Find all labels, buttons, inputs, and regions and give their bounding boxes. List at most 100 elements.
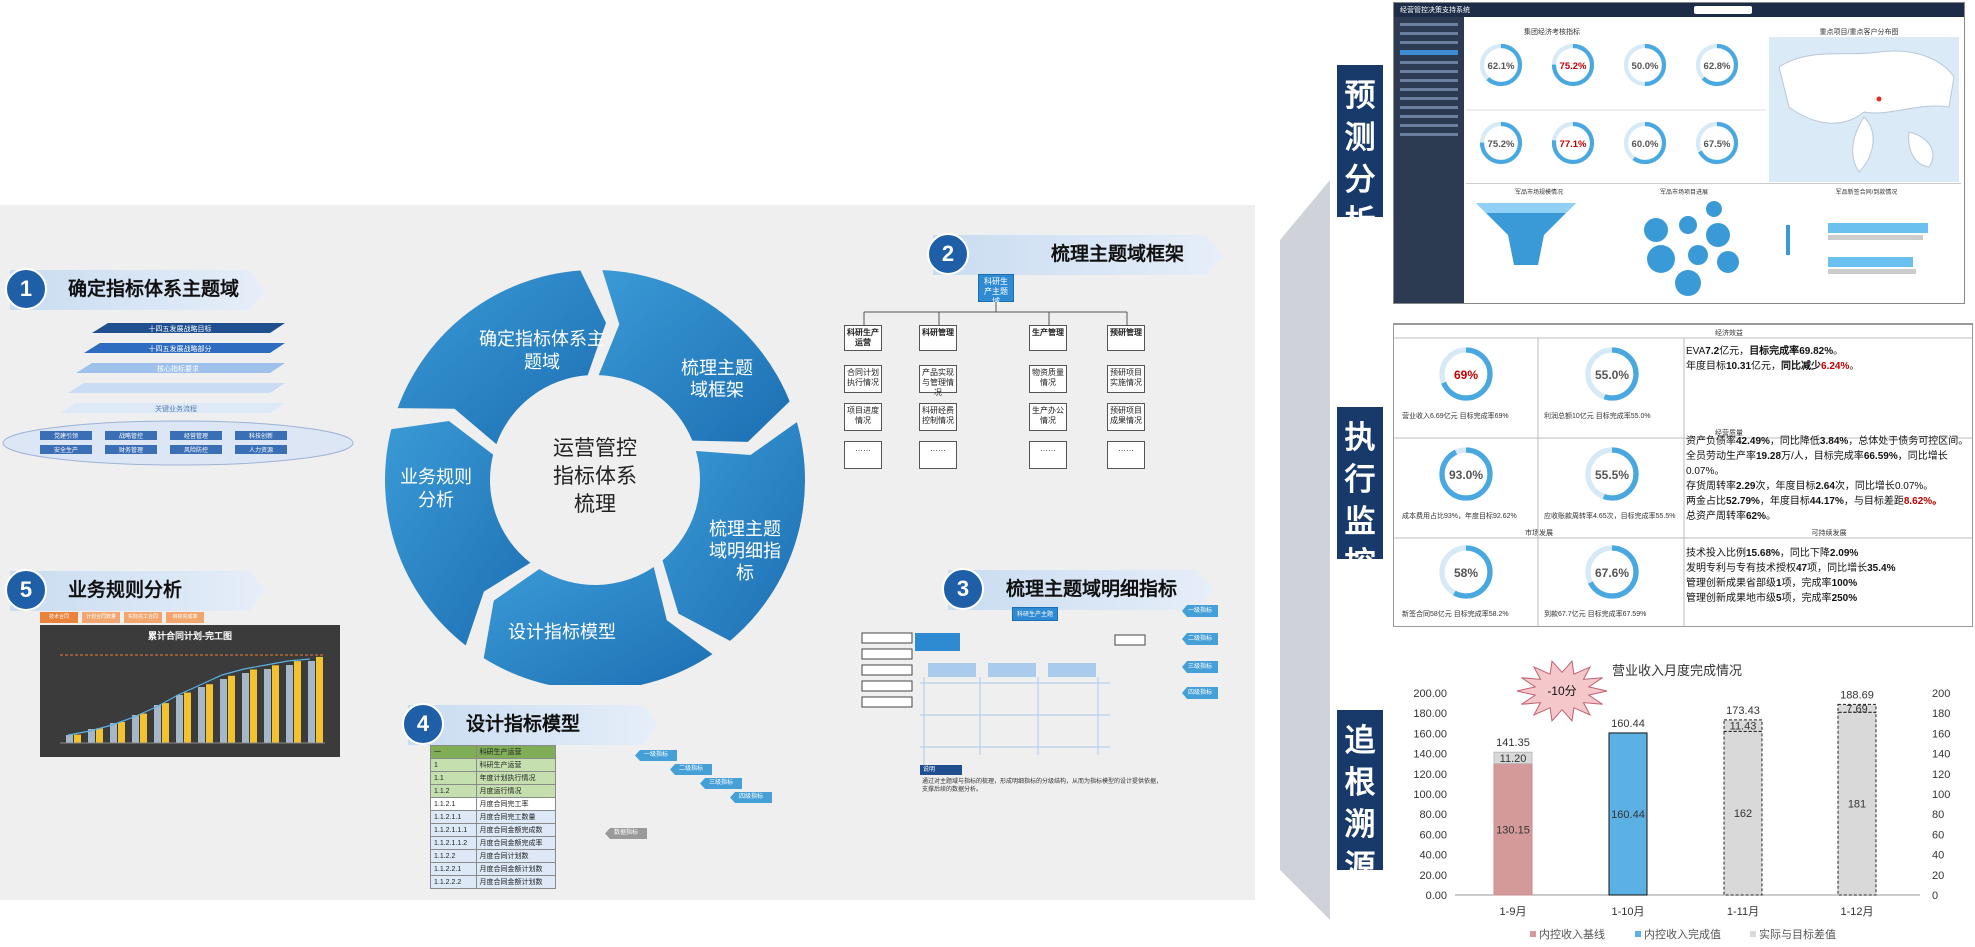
model-row: 一科研生产运营 xyxy=(430,745,557,759)
side-title-forecast: 预测分析 xyxy=(1337,65,1383,239)
dash-gauge-bottom-1-arc xyxy=(1479,121,1523,165)
bar-4 xyxy=(1837,711,1877,896)
monitor-line-part: 52.79% xyxy=(1726,496,1760,507)
monitor-line-part: ，与目标差距 xyxy=(1843,496,1904,507)
legend-label: 实际与目标差值 xyxy=(1759,927,1836,941)
y-tick-right: 200 xyxy=(1932,688,1950,700)
cycle-center-label: 运营管控 指标体系 梳理 xyxy=(553,437,637,516)
model-name: 月度合同金额计划数 xyxy=(475,875,557,889)
monitor-line-part: 250% xyxy=(1831,593,1858,604)
rules-tab-3[interactable]: 实际完工合同 xyxy=(124,612,162,623)
monitor-gauge-4-arc xyxy=(1585,447,1639,501)
model-name: 月度运行情况 xyxy=(475,784,557,798)
y-tick-left: 140.00 xyxy=(1413,749,1447,761)
monitor-line-6: 两金占比52.79%，年度目标44.17%，与目标差距8.62%。 xyxy=(1686,494,1970,509)
model-name: 月度合同完工率 xyxy=(475,797,557,811)
model-tag-2: 二级指标 xyxy=(670,764,712,775)
monitor-gauge-4: 55.5% xyxy=(1595,468,1629,482)
monitor-line-part: ，同比降低 xyxy=(1769,436,1820,447)
gap-label: 11.20 xyxy=(1500,753,1527,765)
rules-bar-plan xyxy=(286,665,293,743)
detail-tag-2: 二级指标 xyxy=(1182,633,1218,645)
cycle-seg3-l3: 标 xyxy=(736,563,754,583)
rules-tab-2[interactable]: 计划合同数量 xyxy=(82,612,120,623)
model-name: 科研生产运营 xyxy=(475,745,557,759)
cycle-seg4-l1: 设计指标模型 xyxy=(508,622,616,642)
cycle-segment-3 xyxy=(662,422,805,641)
chart-title: 营业收入月度完成情况 xyxy=(1612,663,1742,678)
step-4-number: 4 xyxy=(402,703,444,745)
y-tick-right: 60 xyxy=(1932,829,1944,841)
rules-bar-actual xyxy=(140,713,147,743)
monitor-line-4: 全员劳动生产率19.28万/人，目标完成率66.59%，同比增长0.07%。 xyxy=(1686,449,1970,479)
model-name: 月度合同金额完成数 xyxy=(475,823,557,837)
dashboard-group-title: 集团经济考核指标 xyxy=(1524,29,1580,36)
rules-tab-1[interactable]: 技术合同 xyxy=(40,612,78,623)
y-tick-right: 180 xyxy=(1932,708,1950,720)
monitor-line-part: 。 xyxy=(1766,511,1777,522)
pyramid-base-1: 党建引领 xyxy=(54,432,78,440)
monitor-line-part: 项，完成率 xyxy=(1781,593,1832,604)
total-label: 160.44 xyxy=(1611,718,1645,730)
cycle-seg5-l2: 分析 xyxy=(418,490,454,510)
dashboard-subtitle-1: 军品市场规模情况 xyxy=(1514,190,1563,196)
monitor-line-part: 总资产周转率 xyxy=(1686,511,1746,522)
model-tag-5: 数据指标 xyxy=(605,828,647,839)
dash-gauge-bottom-4: 67.5% xyxy=(1704,139,1731,150)
gap-segment xyxy=(1723,719,1763,732)
monitor-line-part: 2.29 xyxy=(1736,481,1756,492)
rules-bar-plan xyxy=(154,705,161,743)
monitor-line-part: 同比减少 xyxy=(1781,361,1822,372)
detail-tag-1: 一级指标 xyxy=(1182,605,1218,617)
monitor-gauge-1: 69% xyxy=(1454,368,1478,382)
dash-gauge-top-3: 50.0% xyxy=(1632,61,1659,72)
cycle-segment-1 xyxy=(397,270,606,445)
monitor-gauge-6-arc xyxy=(1585,545,1639,599)
rules-bar-actual xyxy=(74,734,81,743)
bar-label: 162 xyxy=(1734,808,1752,820)
bar-2 xyxy=(1608,732,1648,896)
cycle-seg3-l2: 域明细指 xyxy=(709,541,781,561)
dash-gauge-bottom-2: 77.1% xyxy=(1560,139,1587,150)
monitor-line-part: ，同比增长 xyxy=(1897,451,1948,462)
pyramid-base-3: 经营管理 xyxy=(184,432,208,440)
framework-root: 科研生产主题域 xyxy=(978,274,1014,306)
rules-bar-plan xyxy=(66,735,73,743)
detail-indicators: 科研生产主题 一级指标二级指标三级指标四级指标 说明 通过对主题域与指标的梳理，… xyxy=(860,605,1220,805)
rules-bar-plan xyxy=(110,723,117,743)
legend-swatch xyxy=(1750,931,1756,937)
monitor-line-part: 44.17% xyxy=(1809,496,1844,507)
y-tick-left: 0.00 xyxy=(1426,890,1447,902)
rules-bar-actual xyxy=(294,661,301,743)
rules-tab-4[interactable]: 目标完成率 xyxy=(166,612,204,623)
step-3-number: 3 xyxy=(942,568,984,610)
dashboard-search-input[interactable] xyxy=(1694,6,1752,14)
rules-bar-plan xyxy=(308,661,315,743)
cycle-seg1-l1: 确定指标体系主 xyxy=(479,329,605,349)
monitor-line-part: 47 xyxy=(1796,563,1808,574)
y-tick-right: 140 xyxy=(1932,749,1950,761)
model-code: 1.1.2.1.1 xyxy=(430,810,477,824)
model-code: 1.1 xyxy=(430,771,477,785)
model-name: 科研生产运营 xyxy=(475,758,557,772)
model-code: 1.1.2.1 xyxy=(430,797,477,811)
model-tag-4: 四级指标 xyxy=(730,792,772,803)
dash-gauge-top-2: 75.2% xyxy=(1560,61,1587,72)
y-tick-right: 0 xyxy=(1932,890,1938,902)
cycle-center-line-1: 运营管控 xyxy=(553,437,637,460)
dashboard-sidebar[interactable] xyxy=(1394,17,1464,303)
y-tick-left: 100.00 xyxy=(1413,789,1447,801)
y-tick-right: 40 xyxy=(1932,850,1944,862)
monitor-line-part: 项，同比增长 xyxy=(1807,563,1868,574)
dash-gauge-bottom-3-arc xyxy=(1623,121,1667,165)
monitor-line-7: 总资产周转率62%。 xyxy=(1686,509,1970,524)
y-tick-right: 20 xyxy=(1932,870,1944,882)
monitor-line-part: 5 xyxy=(1776,593,1782,604)
callout-burst xyxy=(1516,660,1608,722)
monitor-line-part: EVA xyxy=(1686,346,1706,357)
pyramid-base-4: 科技创新 xyxy=(249,432,273,440)
